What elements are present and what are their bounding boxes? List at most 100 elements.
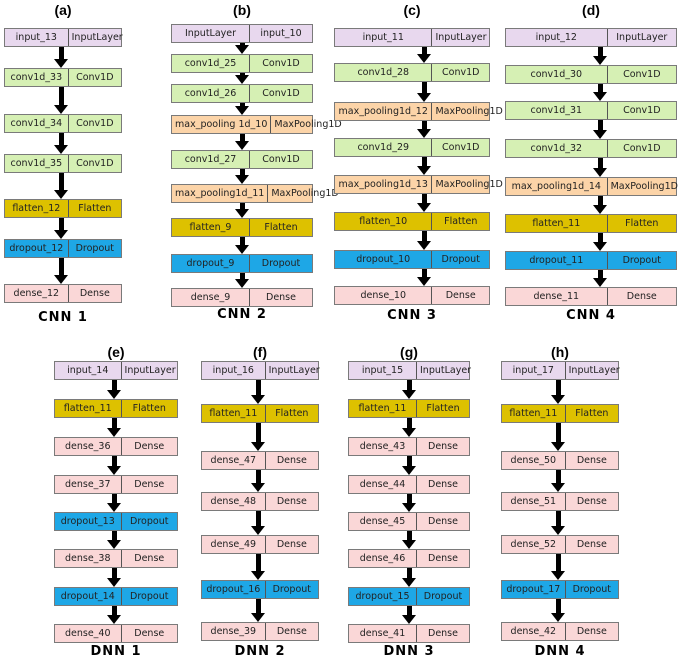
layer-type: Dense [428,441,458,452]
model-caption: CNN 1 [38,310,88,325]
arrow-shaft [422,157,428,166]
arrow-shaft [240,203,245,209]
layer-name: max_pooling1d_11 [172,185,269,202]
arrow-shaft [240,43,245,45]
arrow-head [550,613,565,622]
layer-type: Conv1D [623,143,661,154]
layer-name: dense_48 [202,493,266,510]
arrow-head [235,106,249,115]
arrow-head [106,428,121,437]
arrow-head [402,428,416,437]
arrow-shaft [555,511,561,526]
layer-name: flatten_10 [335,213,433,230]
arrow-head [53,105,68,114]
panel-label: (b) [233,2,251,18]
layer-type: Dense [626,291,657,302]
model-caption: DNN 4 [534,644,586,659]
layer-type: InputLayer [435,32,487,43]
arrow-shaft [111,380,117,390]
arrow-head [402,615,416,624]
layer-type: input_10 [260,28,302,39]
arrow-shaft [422,47,428,54]
arrow-shaft [407,418,412,428]
layer-name: conv1d_27 [172,151,250,168]
layer-name: dense_12 [5,285,69,302]
arrow-head [250,526,265,535]
arrow-head [53,190,68,199]
layer-type: InputLayer [616,32,668,43]
arrow-shaft [597,158,603,168]
layer-name: dropout_14 [55,588,122,605]
arrow-head [106,540,121,549]
arrow-head [592,130,607,139]
layer-type: Conv1D [262,88,300,99]
arrow-shaft [422,269,428,277]
arrow-shaft [555,470,561,483]
arrow-head [417,241,432,250]
layer-name: input_14 [55,362,122,379]
layer-type: Dropout [441,254,480,265]
arrow-head [417,277,432,286]
layer-name: dense_10 [335,287,433,304]
layer-type: Dense [576,626,607,637]
layer-type: Dense [428,516,458,527]
arrow-shaft [255,380,261,395]
arrow-shaft [255,511,261,526]
arrow-head [592,92,607,101]
layer-type: Dense [576,539,607,550]
layer-node: dropout_10 Dropout [334,250,490,269]
layer-name: dropout_10 [335,251,433,268]
layer-node: dense_48 Dense [201,492,319,511]
layer-name: input_13 [5,29,69,46]
arrow-shaft [240,237,245,245]
layer-type: Flatten [132,403,166,414]
panel-label: (a) [54,2,72,18]
arrow-head [417,166,432,175]
layer-name: conv1d_25 [172,55,250,72]
layer-type: Dropout [130,591,169,602]
arrow-head [106,390,121,399]
arrow-shaft [58,87,64,105]
arrow-head [250,571,265,580]
model-caption: DNN 1 [90,644,142,659]
arrow-shaft [111,531,117,540]
arrow-head [53,275,68,284]
layer-type: Dropout [75,243,115,254]
arrow-shaft [597,84,603,92]
arrow-shaft [255,423,261,442]
layer-type: Dense [276,496,307,507]
arrow-shaft [111,606,117,615]
layer-name: dense_38 [55,550,122,567]
layer-type: Dense [276,626,307,637]
layer-name: dense_41 [349,625,417,642]
layer-name: input_12 [506,29,608,46]
arrow-head [235,141,249,150]
layer-type: InputLayer [71,32,123,43]
layer-type: InputLayer [420,365,472,376]
arrow-shaft [555,599,561,613]
